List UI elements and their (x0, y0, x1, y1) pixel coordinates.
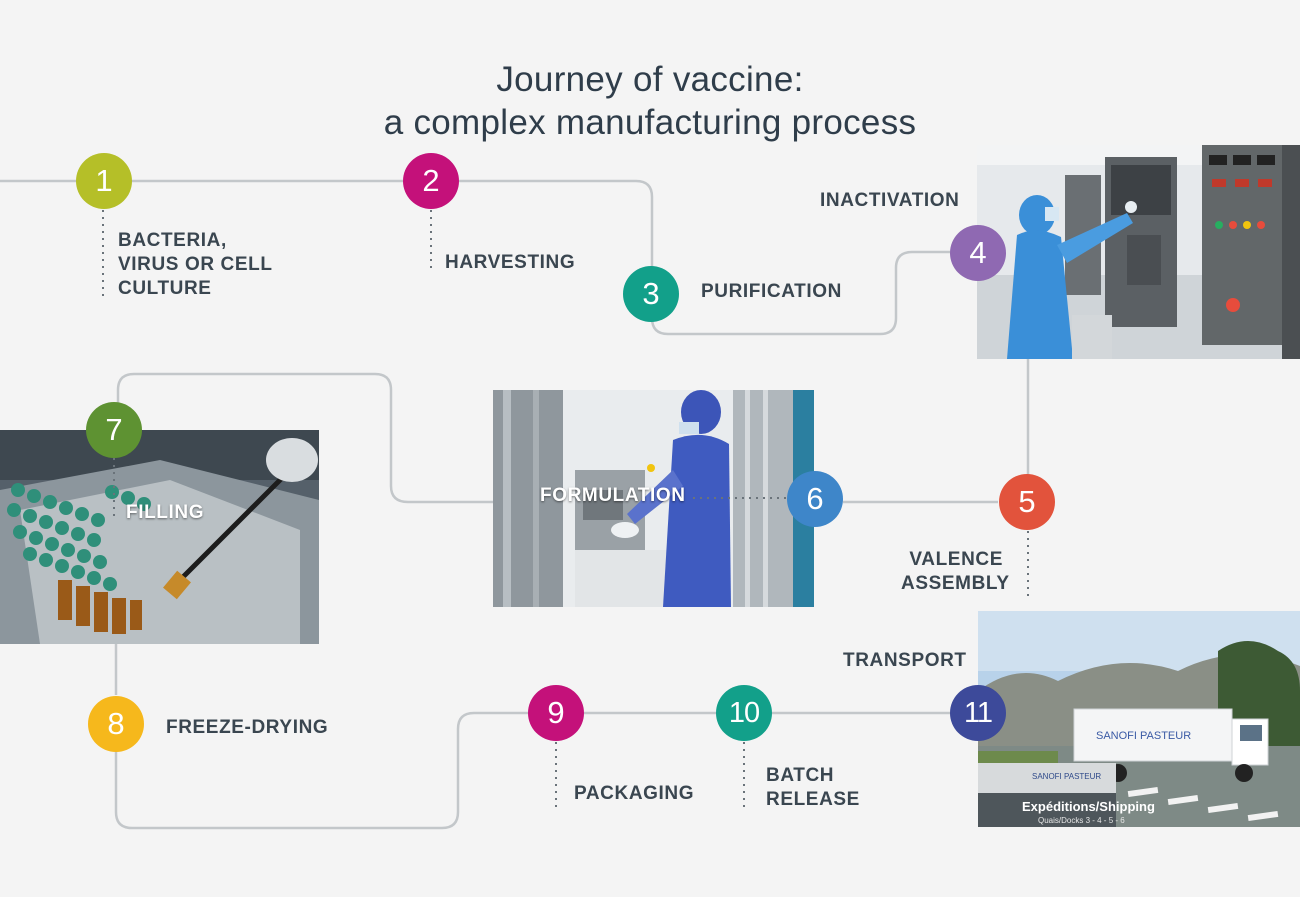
step-11-label: TRANSPORT (843, 649, 967, 673)
path-segment-1-4 (0, 179, 978, 336)
step-4-label: INACTIVATION (820, 189, 960, 213)
step-5-label: VALENCE ASSEMBLY (901, 548, 1010, 596)
step-8-label-line-1: FREEZE-DRYING (166, 717, 329, 738)
step-6-node: 6 (787, 471, 843, 527)
step-9-label-line-1: PACKAGING (574, 783, 695, 804)
step-9-label: PACKAGING (574, 782, 694, 806)
step-5-label-line-2: ASSEMBLY (901, 573, 1010, 594)
step-3-label: PURIFICATION (701, 280, 842, 304)
filling-photo (0, 430, 319, 644)
control-panel-illustration (977, 145, 1300, 359)
step-7-label-line-1: FILLING (126, 502, 205, 523)
step-2-node: 2 (403, 153, 459, 209)
step-2-label-line-1: HARVESTING (445, 252, 576, 273)
step-8-node: 8 (88, 696, 144, 752)
step-10-label-line-2: RELEASE (766, 789, 860, 810)
step-1-label-line-1: BACTERIA, (118, 230, 227, 251)
step-7-node: 7 (86, 402, 142, 458)
sign-docks-text: Quais/Docks 3 - 4 - 5 - 6 (1038, 816, 1125, 825)
step-1-node: 1 (76, 153, 132, 209)
step-1-label: BACTERIA, VIRUS OR CELL CULTURE (118, 229, 273, 301)
inactivation-photo (977, 145, 1300, 359)
step-6-label: FORMULATION (540, 484, 686, 508)
step-2-label: HARVESTING (445, 251, 575, 275)
title-line-2: a complex manufacturing process (383, 103, 917, 142)
diagram-title: Journey of vaccine: a complex manufactur… (0, 58, 1300, 144)
truck-illustration: SANOFI PASTEUR SANOFI PASTEUR Expédition… (978, 611, 1300, 827)
formulation-photo (493, 390, 814, 607)
step-3-node: 3 (623, 266, 679, 322)
path-segment-8-11 (114, 711, 978, 830)
step-7-label: FILLING (126, 501, 204, 525)
step-9-node: 9 (528, 685, 584, 741)
step-3-label-line-1: PURIFICATION (701, 281, 842, 302)
sign-brand-text: SANOFI PASTEUR (1032, 772, 1101, 781)
step-5-label-line-1: VALENCE (909, 549, 1003, 570)
step-5-node: 5 (999, 474, 1055, 530)
vials-illustration (0, 430, 319, 644)
step-11-label-line-1: TRANSPORT (843, 650, 967, 671)
step-6-label-line-1: FORMULATION (540, 485, 686, 506)
step-1-label-line-3: CULTURE (118, 278, 212, 299)
title-line-1: Journey of vaccine: (496, 60, 804, 99)
step-1-label-line-2: VIRUS OR CELL (118, 254, 273, 275)
path-segment-6-7 (116, 372, 493, 504)
cleanroom-illustration (493, 390, 814, 607)
step-4-node: 4 (950, 225, 1006, 281)
truck-brand-text: SANOFI PASTEUR (1096, 730, 1191, 742)
step-10-node: 10 (716, 685, 772, 741)
step-8-label: FREEZE-DRYING (166, 716, 328, 740)
step-10-label-line-1: BATCH (766, 765, 835, 786)
step-11-node: 11 (950, 685, 1006, 741)
step-10-label: BATCH RELEASE (766, 764, 860, 812)
sign-shipping-text: Expéditions/Shipping (1022, 799, 1155, 814)
step-4-label-line-1: INACTIVATION (820, 190, 960, 211)
transport-photo: SANOFI PASTEUR SANOFI PASTEUR Expédition… (978, 611, 1300, 827)
